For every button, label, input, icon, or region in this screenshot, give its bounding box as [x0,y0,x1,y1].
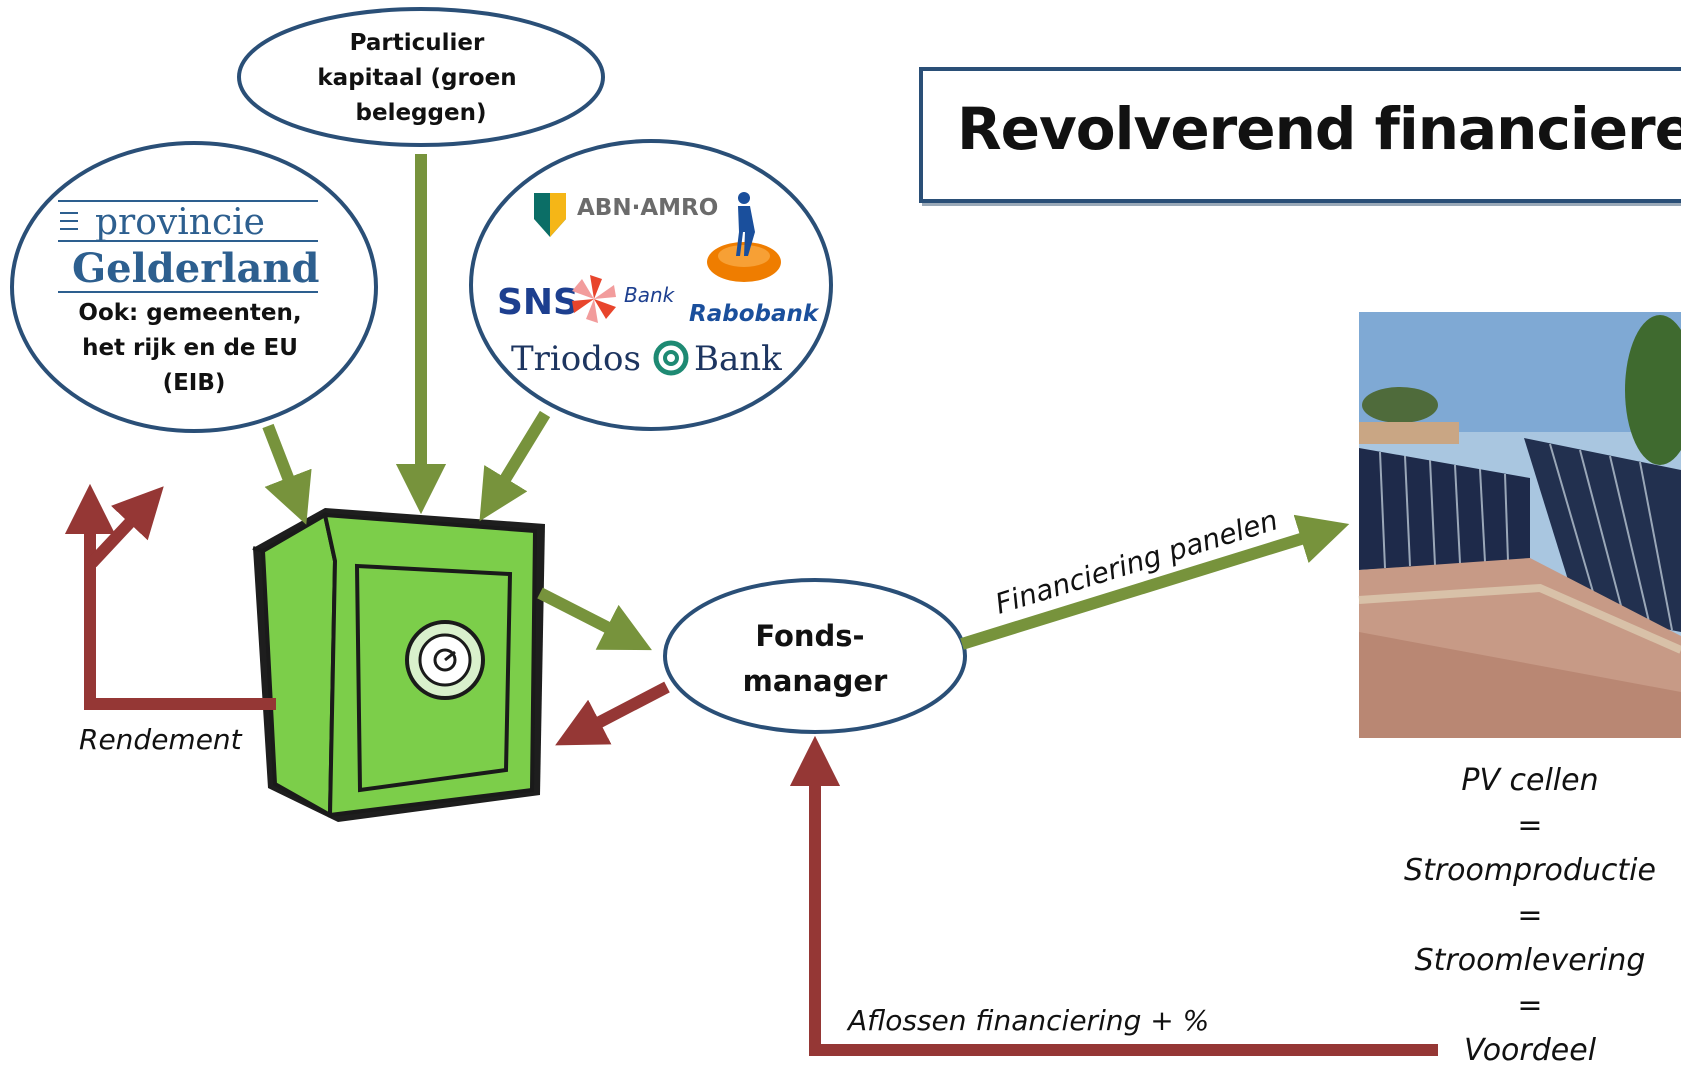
particulier-line-2: kapitaal (groen [317,65,516,91]
arrow-aflossen-to-fondsmanager [789,735,1438,1056]
arrow-rendement-up [64,483,276,710]
edge-label-rendement: Rendement [79,723,243,756]
particulier-ellipse [237,7,605,147]
pv-chain: PV cellen = Stroomproductie = Stroomleve… [1380,758,1680,1073]
arrow-rendement-branch [87,486,164,568]
fondsmanager-line-2: manager [743,664,888,698]
pv-chain-item: = [1517,808,1543,843]
pv-chain-item: = [1517,898,1543,933]
provincie-line-3: (EIB) [163,370,226,396]
pv-chain-item: PV cellen [1461,763,1599,798]
arrow-fondsmanager-to-safe [555,681,670,746]
provincie-line-2: het rijk en de EU [82,335,298,361]
edge-label-aflossen: Aflossen financiering + % [846,1004,1209,1037]
pv-chain-item: Voordeel [1463,1033,1597,1068]
safe-icon [252,508,545,822]
pv-chain-item: Stroomlevering [1414,943,1646,978]
arrow-provincie-to-safe [262,423,312,525]
provincie-ellipse [10,141,378,433]
title-box: Revolverend financieren [919,67,1681,203]
abn-amro-text: ABN·AMRO [577,195,718,221]
fondsmanager-line-1: Fonds- [755,619,864,653]
particulier-label: Particulier kapitaal (groen beleggen) [317,30,524,126]
triodos-text: Triodos [511,339,641,379]
fondsmanager-ellipse [663,578,967,734]
provincie-line-1: Ook: gemeenten, [78,300,301,326]
logo-provincie-text: provincie [95,202,265,243]
sns-bank-text: Bank [624,283,676,307]
rabobank-logo: Rabobank [689,192,820,327]
particulier-line-1: Particulier [350,30,485,56]
pv-chain-item: = [1517,988,1543,1023]
solar-panels-photo [1358,312,1681,738]
arrow-fondsmanager-to-panels [960,514,1350,650]
sns-bank-logo: SNS Bank [497,275,676,323]
triodos-bank-logo: Triodos Bank [511,339,782,379]
provincie-label: Ook: gemeenten, het rijk en de EU (EIB) [78,300,309,396]
rabobank-text: Rabobank [689,301,820,327]
pv-chain-item: Stroomproductie [1404,853,1656,888]
fondsmanager-label: Fonds- manager [743,619,888,698]
particulier-line-3: beleggen) [356,100,487,126]
provincie-gelderland-logo: provincie Gelderland [58,200,319,293]
sns-text: SNS [497,282,579,323]
arrow-safe-to-fondsmanager [537,587,652,651]
arrow-banks-to-safe [479,410,551,522]
abn-amro-logo: ABN·AMRO [534,193,718,237]
page-title: Revolverend financieren [957,95,1681,163]
triodos-bank-text: Bank [694,339,782,379]
logo-gelderland-text: Gelderland [72,245,319,292]
